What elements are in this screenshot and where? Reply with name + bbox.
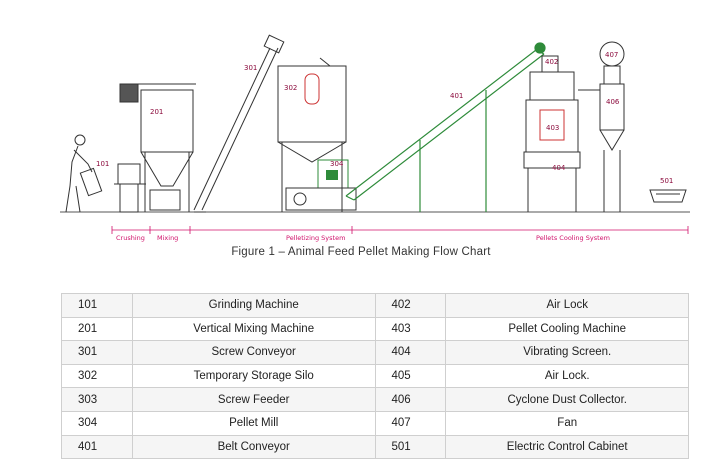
code-cell: 405 [374,363,447,389]
section-mixing: Mixing [157,234,178,242]
code-cell: 302 [61,363,133,389]
code-cell: 201 [61,316,133,342]
callout-401: 401 [450,92,463,100]
flow-chart-diagram: 101 201 301 302 304 401 402 403 404 406 … [60,34,690,242]
pellet-mill [285,159,357,211]
name-cell: Air Lock. [445,363,689,389]
pellet-cooling-machine [523,55,581,212]
name-cell: Temporary Storage Silo [131,363,376,389]
vertical-mixing-machine [119,83,196,212]
code-cell: 404 [374,340,447,365]
code-cell: 402 [374,293,447,318]
callout-304: 304 [330,160,344,168]
name-cell: Fan [445,410,689,436]
callout-404: 404 [552,164,566,172]
code-cell: 304 [61,410,133,436]
name-cell: Vertical Mixing Machine [131,316,376,342]
belt-conveyor [345,42,546,212]
cyclone-dust-collector [578,41,625,212]
name-cell: Pellet Cooling Machine [445,316,689,342]
callout-302: 302 [284,84,297,92]
callout-301: 301 [244,64,257,72]
name-cell: Electric Control Cabinet [445,434,689,460]
code-cell: 403 [374,316,447,342]
name-cell: Belt Conveyor [131,434,376,460]
code-cell: 406 [374,387,447,412]
callout-407: 407 [605,51,618,59]
callout-201: 201 [150,108,163,116]
name-cell: Vibrating Screen. [445,340,689,365]
name-cell: Pellet Mill [131,410,376,436]
callout-402: 402 [545,58,558,66]
name-cell: Air Lock [445,293,689,318]
worker-figure [65,134,103,213]
section-pelletizing: Pelletizing System [286,234,345,242]
code-cell: 501 [374,434,447,460]
grinding-machine [114,163,146,213]
temporary-storage-silo [277,57,347,212]
code-cell: 407 [374,410,447,436]
code-cell: 401 [61,434,133,460]
callout-101: 101 [96,160,109,168]
callout-501: 501 [660,177,673,185]
code-cell: 303 [61,387,133,412]
figure-caption: Figure 1 – Animal Feed Pellet Making Flo… [231,246,491,258]
callout-406: 406 [606,98,620,106]
section-cooling: Pellets Cooling System [536,234,610,242]
code-cell: 101 [61,293,133,318]
electric-control-cabinet [649,189,687,203]
name-cell: Grinding Machine [131,293,376,318]
name-cell: Cyclone Dust Collector. [445,387,689,412]
name-cell: Screw Conveyor [131,340,376,365]
name-cell: Screw Feeder [131,387,376,412]
screw-conveyor [193,34,285,213]
callout-403: 403 [546,124,559,132]
code-cell: 301 [61,340,133,365]
section-crushing: Crushing [116,234,145,242]
